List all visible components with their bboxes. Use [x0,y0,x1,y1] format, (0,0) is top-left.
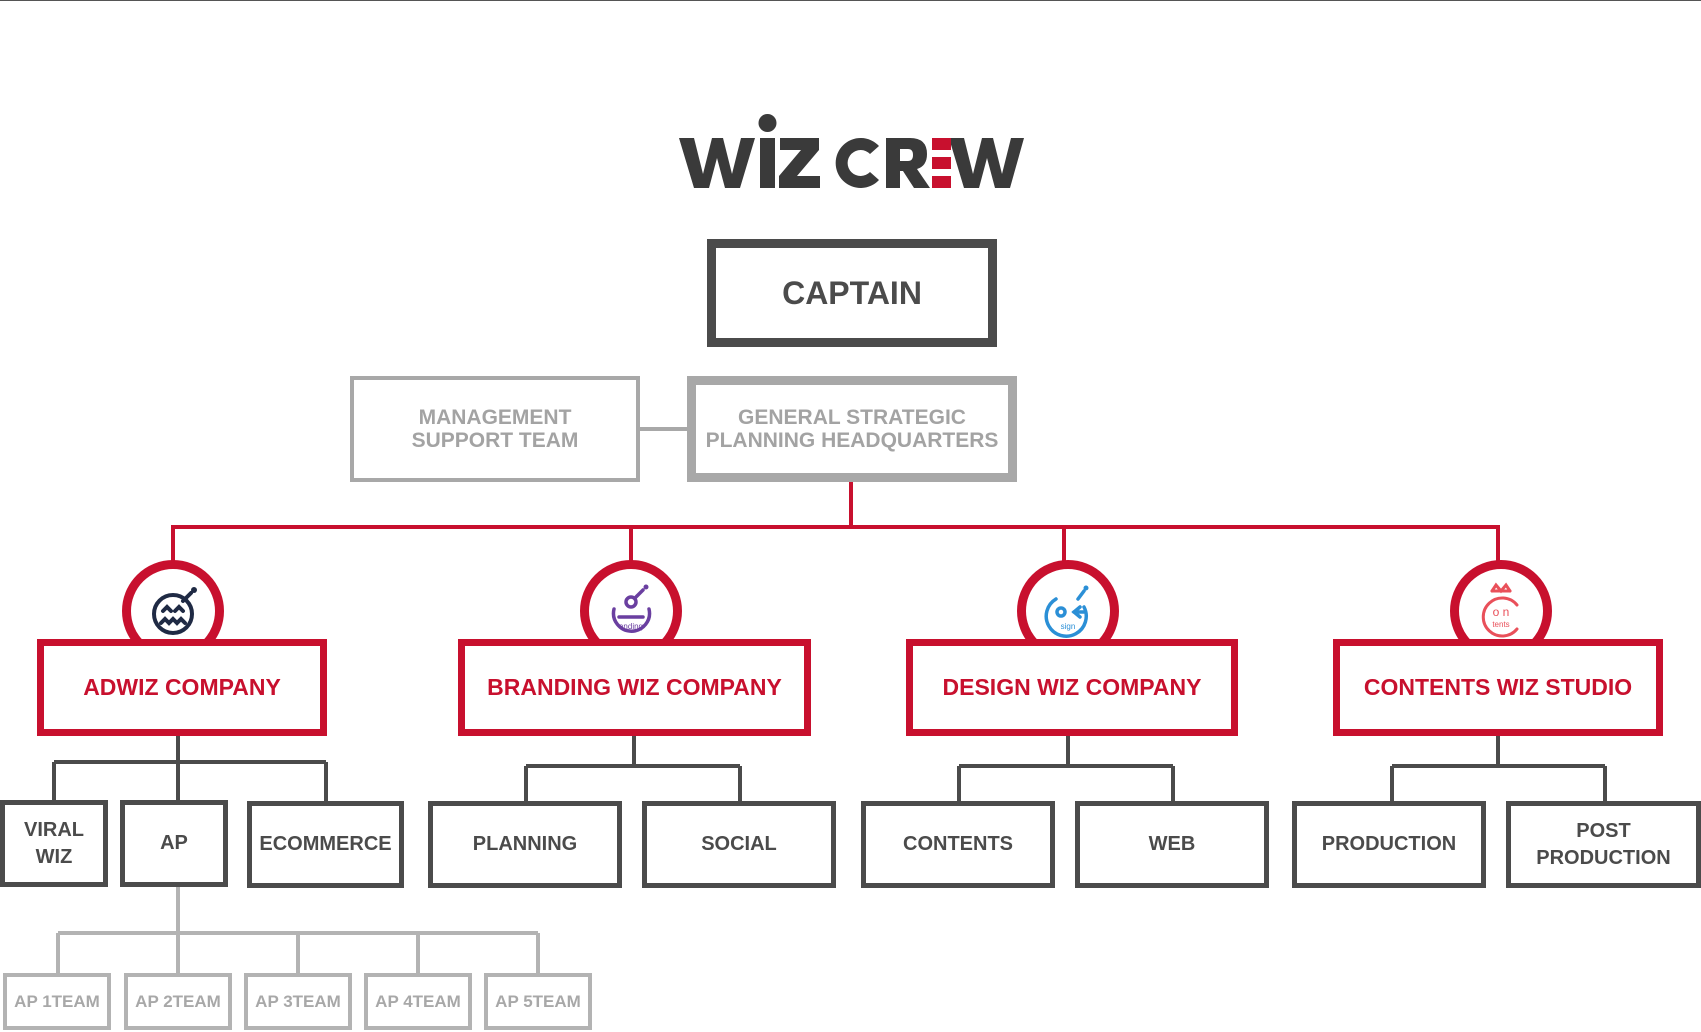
design-wiz-company-box: DESIGN WIZ COMPANY [906,639,1238,736]
ap-team-4: AP 4TEAM [364,973,472,1030]
ap-team-2: AP 2TEAM [124,973,232,1030]
ap-team-1: AP 1TEAM [3,973,111,1030]
branding-wiz-company-box: BRANDING WIZ COMPANY [458,639,811,736]
team-ecommerce: ECOMMERCE [247,801,404,888]
design-icon-label: sign [1061,622,1076,631]
team-planning: PLANNING [428,801,622,888]
branding-icon-label: anding [619,622,643,631]
ap-team-3: AP 3TEAM [244,973,352,1030]
ap-team-5: AP 5TEAM [484,973,592,1030]
contents-icon-label-top: o n [1493,605,1510,619]
team-ap: AP [120,800,228,887]
top-divider [0,0,1701,1]
team-production: PRODUCTION [1292,801,1486,888]
team-social: SOCIAL [642,801,836,888]
branding-face-icon: anding [611,584,652,633]
design-face-icon: sign [1044,585,1089,638]
adwiz-face-icon [152,587,197,635]
contents-wiz-studio-box: CONTENTS WIZ STUDIO [1333,639,1663,736]
strategic-planning-hq-box: GENERAL STRATEGIC PLANNING HEADQUARTERS [687,376,1017,482]
team-viral-wiz: VIRAL WIZ [0,800,108,887]
wiz-crew-logo [679,114,1024,188]
contents-icon-label-bottom: tents [1492,620,1509,629]
captain-box: CAPTAIN [707,239,997,347]
management-support-team-box: MANAGEMENT SUPPORT TEAM [350,376,640,482]
contents-face-icon: o n tents [1481,582,1519,638]
team-post-production: POST PRODUCTION [1506,801,1701,888]
team-contents: CONTENTS [861,801,1055,888]
team-web: WEB [1075,801,1269,888]
adwiz-company-box: ADWIZ COMPANY [37,639,327,736]
